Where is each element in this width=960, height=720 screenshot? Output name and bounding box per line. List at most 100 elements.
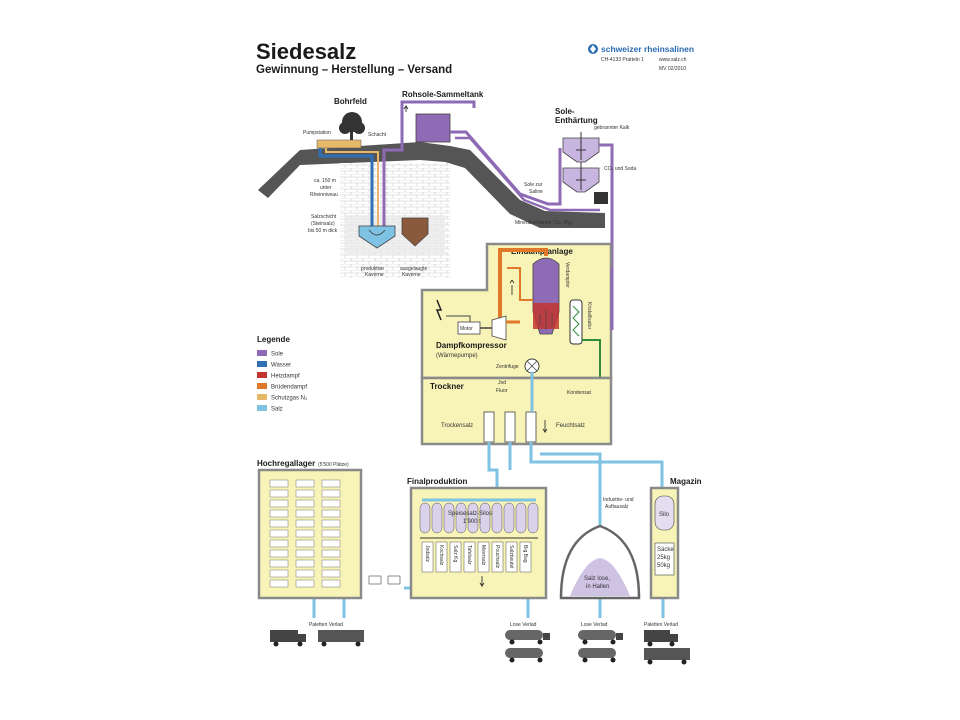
legend-swatch bbox=[257, 405, 267, 411]
rack-slot bbox=[295, 479, 315, 488]
paletten-verlad-label-1: Paletten Verlad bbox=[309, 622, 343, 628]
trockner-box bbox=[420, 376, 613, 446]
magazin-silo bbox=[654, 495, 675, 531]
sludge-pile bbox=[594, 192, 608, 204]
tree-icon bbox=[339, 112, 365, 144]
hochregallager-label: Hochregallager bbox=[257, 459, 315, 468]
truck-icon bbox=[644, 630, 678, 647]
productive-cavern-label-2: Kaverne bbox=[365, 272, 384, 278]
pallet-icon bbox=[368, 575, 382, 585]
pumpstation-building bbox=[316, 139, 362, 149]
saecke-label-2: 25kg bbox=[657, 555, 670, 561]
rack-slot bbox=[321, 559, 341, 568]
rack-slot bbox=[321, 519, 341, 528]
enthaertung-label-1: Sole- bbox=[555, 107, 575, 116]
rack-slot bbox=[295, 539, 315, 548]
arrow-icon bbox=[509, 279, 515, 295]
co2-label: CO₂ und Soda bbox=[604, 166, 636, 172]
eindampfanlage-panel: Eindampfanlage Verdampfer Kristallisator bbox=[420, 242, 614, 380]
arrow-icon bbox=[479, 576, 485, 588]
lose-verlad-label-2: Lose Verlad bbox=[581, 622, 608, 628]
hochregallager-section: Hochregallager (5'500 Plätze) bbox=[257, 459, 401, 600]
sole-saline-label-2: Saline bbox=[529, 189, 543, 195]
rack-slot bbox=[295, 499, 315, 508]
condensate-pipe bbox=[582, 339, 601, 380]
kaverne-exhausted bbox=[401, 217, 429, 247]
legend-item-label: Schutzgas N₂ bbox=[271, 396, 308, 402]
brand-web: www.salz.ch bbox=[659, 57, 687, 63]
vapour-pipe bbox=[498, 248, 548, 318]
schacht-label: Schacht bbox=[368, 132, 387, 138]
brine-pipe-to-softening bbox=[450, 130, 562, 206]
kalk-label: gebrannter Kalk bbox=[594, 125, 630, 131]
trockensalz-label: Trockensalz bbox=[441, 423, 473, 429]
rack-slot bbox=[295, 529, 315, 538]
salt-layer-label-2: (Steinsalz) bbox=[311, 221, 335, 227]
page-subtitle: Gewinnung – Herstellung – Versand bbox=[256, 64, 452, 76]
packaging-line bbox=[421, 541, 434, 573]
rack-slot bbox=[321, 499, 341, 508]
packaging-line bbox=[505, 541, 518, 573]
magazin-label: Magazin bbox=[670, 477, 702, 486]
packaging-line bbox=[449, 541, 462, 573]
packaging-line bbox=[477, 541, 490, 573]
silo-icon bbox=[491, 502, 503, 534]
rack-slot bbox=[269, 569, 289, 578]
motor-label: Motor bbox=[460, 326, 473, 332]
dampfkompressor-group: Motor Dampfkompressor (Wärmepumpe) Zentr… bbox=[435, 299, 540, 374]
legend-swatch bbox=[257, 361, 267, 367]
rack-slot bbox=[269, 529, 289, 538]
silo-icon bbox=[503, 502, 515, 534]
dryer-column-2 bbox=[504, 411, 516, 443]
brine-riser bbox=[382, 140, 404, 228]
packaging-line-label: Pouchsalz bbox=[494, 545, 500, 569]
paletten-verlad-label-2: Paletten Verlad bbox=[644, 622, 678, 628]
rack-slot bbox=[321, 529, 341, 538]
power-icon bbox=[435, 299, 443, 321]
finalproduktion-section: Finalproduktion Speisesalz-Silos 1'900 t… bbox=[407, 477, 548, 600]
halle-section: Industrie- und Auftausalz Salz lose, in … bbox=[559, 497, 641, 600]
tanker-truck-icon bbox=[505, 630, 550, 663]
rack-slot bbox=[269, 559, 289, 568]
rack-slot bbox=[321, 579, 341, 588]
rail-car-icon bbox=[644, 648, 690, 665]
kaverne-productive bbox=[358, 225, 396, 249]
zentrifuge-label: Zentrifuge bbox=[496, 364, 519, 370]
silos-label-1: Speisesalz-Silos bbox=[448, 511, 492, 517]
arrow-icon bbox=[542, 420, 548, 434]
brine-to-plant bbox=[599, 143, 614, 268]
rack-slot bbox=[321, 569, 341, 578]
magazin-section: Magazin Silo Säcke 25kg 50kg bbox=[649, 477, 702, 600]
feuchtsalz-label: Feuchtsalz bbox=[556, 423, 585, 429]
halle-label-1: Salz lose, bbox=[584, 576, 610, 582]
legend-item-label: Salz bbox=[271, 407, 283, 413]
saecke-label-1: Säcke bbox=[657, 547, 674, 553]
silos-label-2: 1'900 t bbox=[463, 519, 481, 525]
page-title: Siedesalz bbox=[256, 39, 356, 64]
salt-layer-label-3: bis 50 m dick bbox=[308, 228, 338, 234]
depth-label-1: ca. 150 m bbox=[314, 178, 336, 184]
pallet-icon bbox=[387, 575, 401, 585]
exhausted-cavern-label-1: ausgelaugte bbox=[400, 266, 427, 272]
packaging-line-label: Kochsalz bbox=[438, 545, 444, 566]
sole-saline-label-1: Sole zur bbox=[524, 182, 543, 188]
silo-label: Silo bbox=[659, 512, 670, 518]
kristallisator bbox=[569, 299, 583, 345]
waermepumpe-label: (Wärmepumpe) bbox=[436, 353, 478, 359]
bags-box bbox=[654, 542, 675, 576]
rail-car-icon bbox=[318, 630, 364, 647]
rack-slot bbox=[269, 499, 289, 508]
productive-cavern-label-1: produktive bbox=[361, 266, 384, 272]
halle-label-2: in Hallen bbox=[586, 584, 609, 590]
sammeltank-label: Rohsole-Sammeltank bbox=[402, 90, 484, 99]
mineralschlamm-label: Mineralschlamm (Ca, Mg) bbox=[515, 220, 573, 226]
bohrfeld-label: Bohrfeld bbox=[334, 97, 367, 106]
rack-slot bbox=[269, 539, 289, 548]
rack-slot bbox=[321, 549, 341, 558]
brand-name: schweizer rheinsalinen bbox=[601, 44, 694, 54]
fluor-label: Fluor bbox=[496, 388, 508, 394]
ground-profile bbox=[258, 142, 605, 228]
rack-slot bbox=[269, 479, 289, 488]
legend-title: Legende bbox=[257, 335, 290, 344]
